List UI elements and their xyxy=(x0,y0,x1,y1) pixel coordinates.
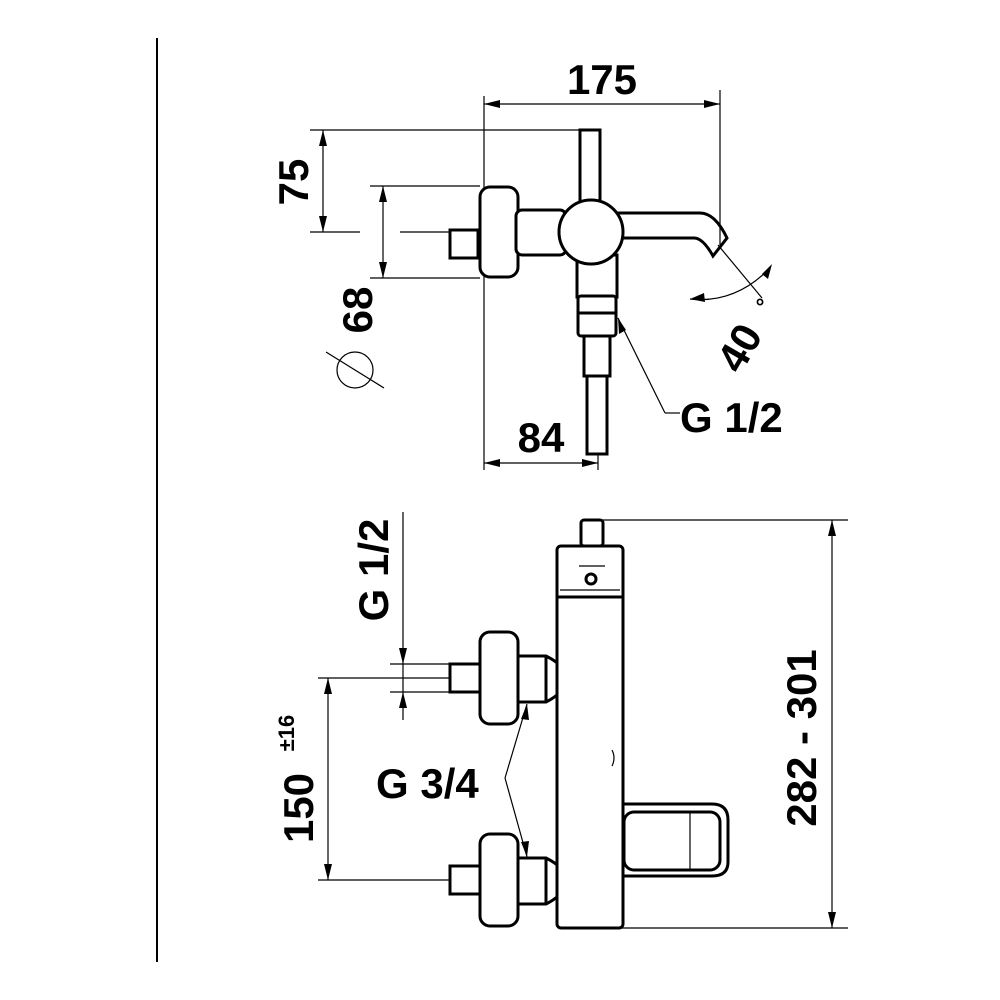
upper-rosette xyxy=(478,630,520,726)
dim-175-line xyxy=(483,90,721,470)
spout xyxy=(612,211,729,259)
degree-symbol: ° xyxy=(756,294,765,319)
indicator-dot-icon xyxy=(584,572,598,586)
inlet-thread-dim xyxy=(390,512,460,720)
lower-rosette xyxy=(478,832,520,928)
outlet-thread-label: G 1/2 xyxy=(680,394,783,441)
inlet-nipple xyxy=(448,228,480,260)
upper-nipple xyxy=(448,662,482,694)
lower-nipple xyxy=(448,864,482,896)
dim-height-label: 282 - 301 xyxy=(778,649,825,826)
diverter-button xyxy=(622,810,722,872)
lower-nut xyxy=(576,294,618,338)
top-knob xyxy=(579,518,605,548)
thermostat-body xyxy=(555,544,625,930)
dim-175-label: 175 xyxy=(567,56,637,103)
connection-thread-label: G 3/4 xyxy=(376,760,479,807)
outlet-thread-leader xyxy=(617,317,680,414)
dim-68-label: 68 xyxy=(334,287,381,334)
angle-40-arc xyxy=(689,244,772,302)
hand-shower-holder xyxy=(582,334,612,378)
mixer-body-round xyxy=(557,198,625,266)
front-view: 282 - 301 G 1/2 150 ±16 xyxy=(274,512,848,930)
dim-68-line xyxy=(370,185,480,279)
rosette-side xyxy=(478,185,520,279)
outlet-pipe xyxy=(585,374,609,456)
dim-centres-label: 150 xyxy=(275,773,322,843)
top-stem xyxy=(578,128,602,207)
dim-75-line xyxy=(310,129,590,233)
side-view: 175 75 68 84 xyxy=(270,56,783,470)
dim-75-label: 75 xyxy=(270,159,317,206)
dim-84-label: 84 xyxy=(518,414,565,461)
angle-40-label: 40 xyxy=(707,316,771,380)
inlet-thread-label: G 1/2 xyxy=(350,519,397,622)
dim-centres-line xyxy=(318,677,460,881)
diameter-symbol-icon xyxy=(325,351,385,389)
dim-height-line xyxy=(598,519,848,929)
dim-centres-tolerance: ±16 xyxy=(274,715,299,752)
connection-thread-leader xyxy=(504,703,529,858)
